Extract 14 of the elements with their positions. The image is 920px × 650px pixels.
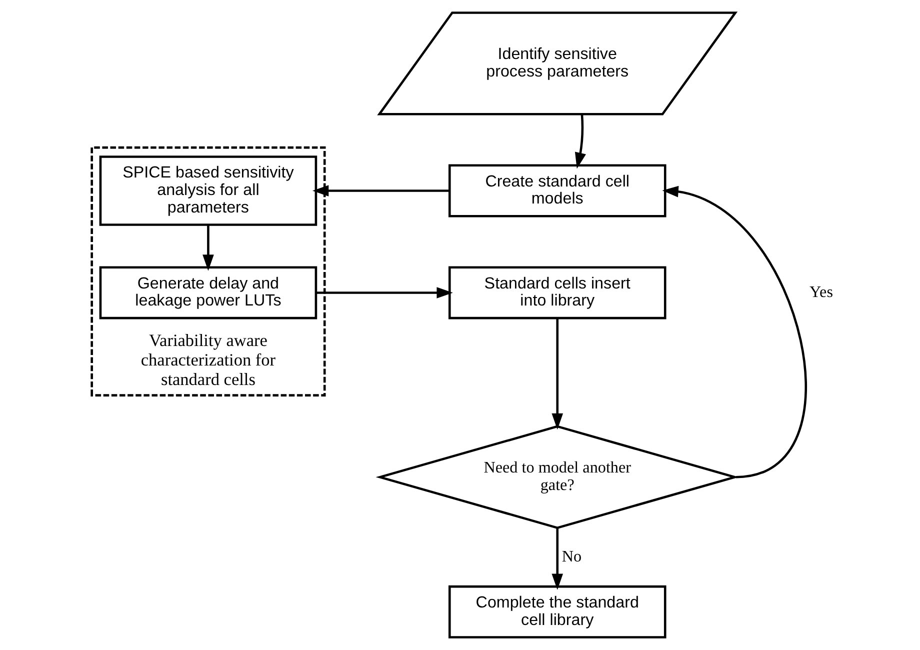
node-box: SPICE based sensitivity analysis for all parameters bbox=[99, 156, 318, 226]
arrow bbox=[552, 318, 564, 430]
node-box: Create standard cell models bbox=[448, 164, 666, 218]
arrow bbox=[312, 185, 450, 196]
arrow bbox=[662, 186, 807, 478]
edge-label: Yes bbox=[810, 284, 833, 301]
arrow bbox=[574, 114, 586, 169]
edge-label: No bbox=[562, 548, 582, 566]
node-box: Complete the standard cell library bbox=[448, 585, 666, 638]
arrow bbox=[316, 287, 453, 298]
arrow bbox=[202, 225, 214, 271]
node-box: Standard cells insert into library bbox=[448, 266, 666, 320]
node-box: Generate delay and leakage power LUTs bbox=[99, 266, 318, 320]
arrow bbox=[552, 528, 564, 590]
